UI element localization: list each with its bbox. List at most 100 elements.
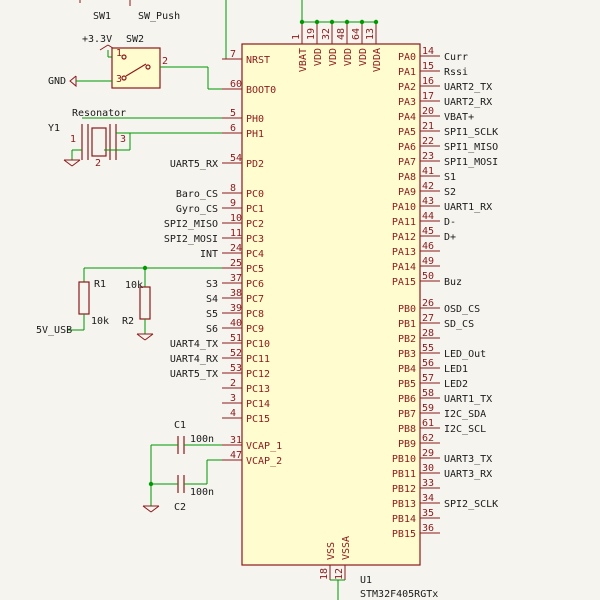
pin-name-pa8: PA8 [398,172,416,183]
pin-name-pc15: PC15 [246,414,270,425]
pin-name-pc9: PC9 [246,324,264,335]
c2-value: 100n [190,487,214,498]
pin-number: 12 [334,568,345,580]
pin-name-pa2: PA2 [398,82,416,93]
mcu-value: STM32F405RGTx [360,589,438,600]
pin-name-pc14: PC14 [246,399,270,410]
pin-name-pc5: PC5 [246,264,264,275]
pin-number: 38 [230,288,242,299]
pin-name-pc7: PC7 [246,294,264,305]
pin-number: 18 [319,568,330,580]
pin-number: 39 [230,303,242,314]
capacitor-c2[interactable]: 100n C2 [142,445,242,513]
net-label: SPI1_MISO [444,142,498,153]
pin-name-vcap_2: VCAP_2 [246,456,282,467]
pin-name-pb3: PB3 [398,349,416,360]
pin-name-pa5: PA5 [398,127,416,138]
sw1-fragment: SW1 SW_Push [79,0,180,22]
resistor-r2[interactable]: 10k R2 [122,280,154,341]
net-label: Curr [444,52,468,63]
mcu-ref: U1 [360,575,372,586]
pin-number: 11 [230,228,242,239]
pin-name-pc3: PC3 [246,234,264,245]
r1-value: 10k [91,316,109,327]
sw1-value: SW_Push [138,11,180,22]
net-label: UART2_RX [444,97,492,108]
pin-name-pc0: PC0 [246,189,264,200]
net-label: LED1 [444,364,468,375]
pin-name-pa11: PA11 [392,217,416,228]
pin-name-pd2: PD2 [246,159,264,170]
resonator-ref: Y1 [48,123,60,134]
pin-number: 13 [365,28,376,40]
pin-number: 50 [422,271,434,282]
pin-number: 49 [422,256,434,267]
c2-ref: C2 [174,502,186,513]
pin-number: 64 [351,28,362,40]
capacitor-c1[interactable]: C1 100n [151,420,242,454]
pin-name-pa4: PA4 [398,112,416,123]
mcu-left-pins: 7NRST60BOOT05PH06PH154PD28PC09PC110PC211… [222,49,282,467]
mcu-u1[interactable]: U1 STM32F405RGTx [241,43,438,600]
net-label: D- [444,217,456,228]
pin-number: 40 [230,318,242,329]
pin-name-vdd: VDD [358,48,369,66]
pin-number: 46 [422,241,434,252]
pin-number: 3 [230,393,236,404]
mcu-bottom-pins: VSS 18 VSSA 12 [319,536,352,580]
net-label: I2C_SCL [444,424,486,435]
resonator-y1[interactable]: Resonator Y1 1 3 2 [48,108,242,169]
net-label: SPI1_MOSI [444,157,498,168]
pin-number: 23 [422,151,434,162]
pin-name-pb13: PB13 [392,499,416,510]
pin-name-pb15: PB15 [392,529,416,540]
pin-name-pb5: PB5 [398,379,416,390]
net-label: Baro_CS [176,189,218,200]
pin-name-vbat: VBAT [298,48,309,72]
net-label: UART4_RX [170,354,218,365]
pin-number: 55 [422,343,434,354]
pin-number: 27 [422,313,434,324]
net-label: UART1_RX [444,202,492,213]
pin-number: 54 [230,153,242,164]
pin-name-vdd: VDD [328,48,339,66]
net-label: SD_CS [444,319,474,330]
pin-name-vdda: VDDA [372,48,383,72]
pin-name-pa10: PA10 [392,202,416,213]
pin-name-pa13: PA13 [392,247,416,258]
sw1-ref: SW1 [93,11,111,22]
net-label: UART5_RX [170,159,218,170]
pin-number: 14 [422,46,434,57]
pin-name-pb14: PB14 [392,514,416,525]
net-label: Buz [444,277,462,288]
pin-number: 1 [291,34,302,40]
pin-name-vssa: VSSA [341,536,352,560]
pin-name-pa9: PA9 [398,187,416,198]
resistor-r1[interactable]: R1 10k 5V_USB [36,279,109,336]
svg-text:2: 2 [162,56,168,67]
pin-name-boot0: BOOT0 [246,85,276,96]
pin-number: 25 [230,258,242,269]
pin-number: 16 [422,76,434,87]
pin-name-pa6: PA6 [398,142,416,153]
sw2-switch[interactable]: +3.3V SW2 1 3 2 GND [48,34,222,90]
net-label: UART1_TX [444,394,492,405]
pc5-net [83,265,242,287]
sw2-gnd-label: GND [48,76,66,87]
pin-number: 41 [422,166,434,177]
net-label: SPI2_MOSI [164,234,218,245]
svg-text:1: 1 [116,48,122,59]
pin-name-pc2: PC2 [246,219,264,230]
pin-name-pc10: PC10 [246,339,270,350]
pin-number: 7 [230,49,236,60]
pin-number: 29 [422,448,434,459]
pin-number: 51 [230,333,242,344]
pin-name-pa14: PA14 [392,262,416,273]
pin-number: 22 [422,136,434,147]
pin-number: 5 [230,108,236,119]
pin-name-vss: VSS [326,542,337,560]
net-label: D+ [444,232,456,243]
